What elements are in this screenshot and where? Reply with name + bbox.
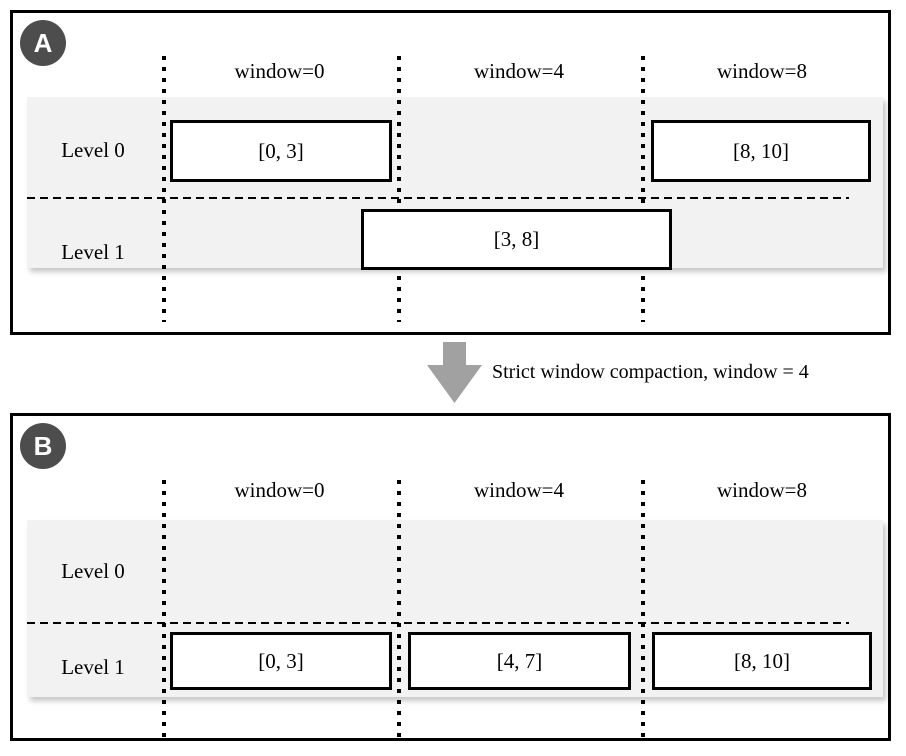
panel-a-level1-range-box-3-8: [3, 8] [361, 209, 672, 270]
panel-b-window0-boundary-dotted-line [162, 480, 166, 737]
panel-b-header-window8: window=8 [716, 478, 807, 502]
panel-a-level1-label: Level 1 [61, 240, 125, 264]
panel-a-before: A window=0 window=4 window=8 Level 0 Lev… [10, 10, 891, 335]
panel-b-level1-label: Level 1 [61, 655, 125, 679]
panel-b-level0-label: Level 0 [61, 559, 125, 583]
panel-a-header-window0: window=0 [234, 59, 325, 83]
panel-b-window8-boundary-dotted-line [641, 480, 645, 737]
panel-b-level1-range-box-8-10: [8, 10] [652, 632, 872, 690]
panel-a-level-divider-dashed-line [27, 197, 849, 199]
panel-a-level0-range-box-8-10: [8, 10] [651, 120, 871, 182]
panel-b-after: B window=0 window=4 window=8 Level 0 Lev… [10, 413, 891, 741]
panel-b-level1-range-box-4-7: [4, 7] [408, 632, 631, 690]
panel-a-header-window4: window=4 [473, 59, 564, 83]
panel-b-header-window4: window=4 [473, 478, 564, 502]
panel-a-window4-boundary-dotted-line [397, 56, 401, 322]
panel-a-level0-label: Level 0 [61, 138, 125, 162]
transition-row: Strict window compaction, window = 4 [0, 335, 906, 413]
panel-a-window0-boundary-dotted-line [162, 56, 166, 322]
panel-b-window4-boundary-dotted-line [397, 480, 401, 737]
transition-label: Strict window compaction, window = 4 [492, 361, 809, 383]
panel-b-level1-range-box-0-3: [0, 3] [170, 632, 392, 690]
down-arrow-icon [427, 342, 483, 404]
panel-b-header-window0: window=0 [234, 478, 325, 502]
panel-a-level0-range-box-0-3: [0, 3] [170, 120, 392, 182]
panel-b-level-divider-dashed-line [27, 622, 849, 624]
panel-a-header-window8: window=8 [716, 59, 807, 83]
panel-a-window8-boundary-dotted-line [641, 56, 645, 322]
panel-a-badge: A [20, 20, 66, 66]
panel-b-badge: B [20, 423, 66, 469]
